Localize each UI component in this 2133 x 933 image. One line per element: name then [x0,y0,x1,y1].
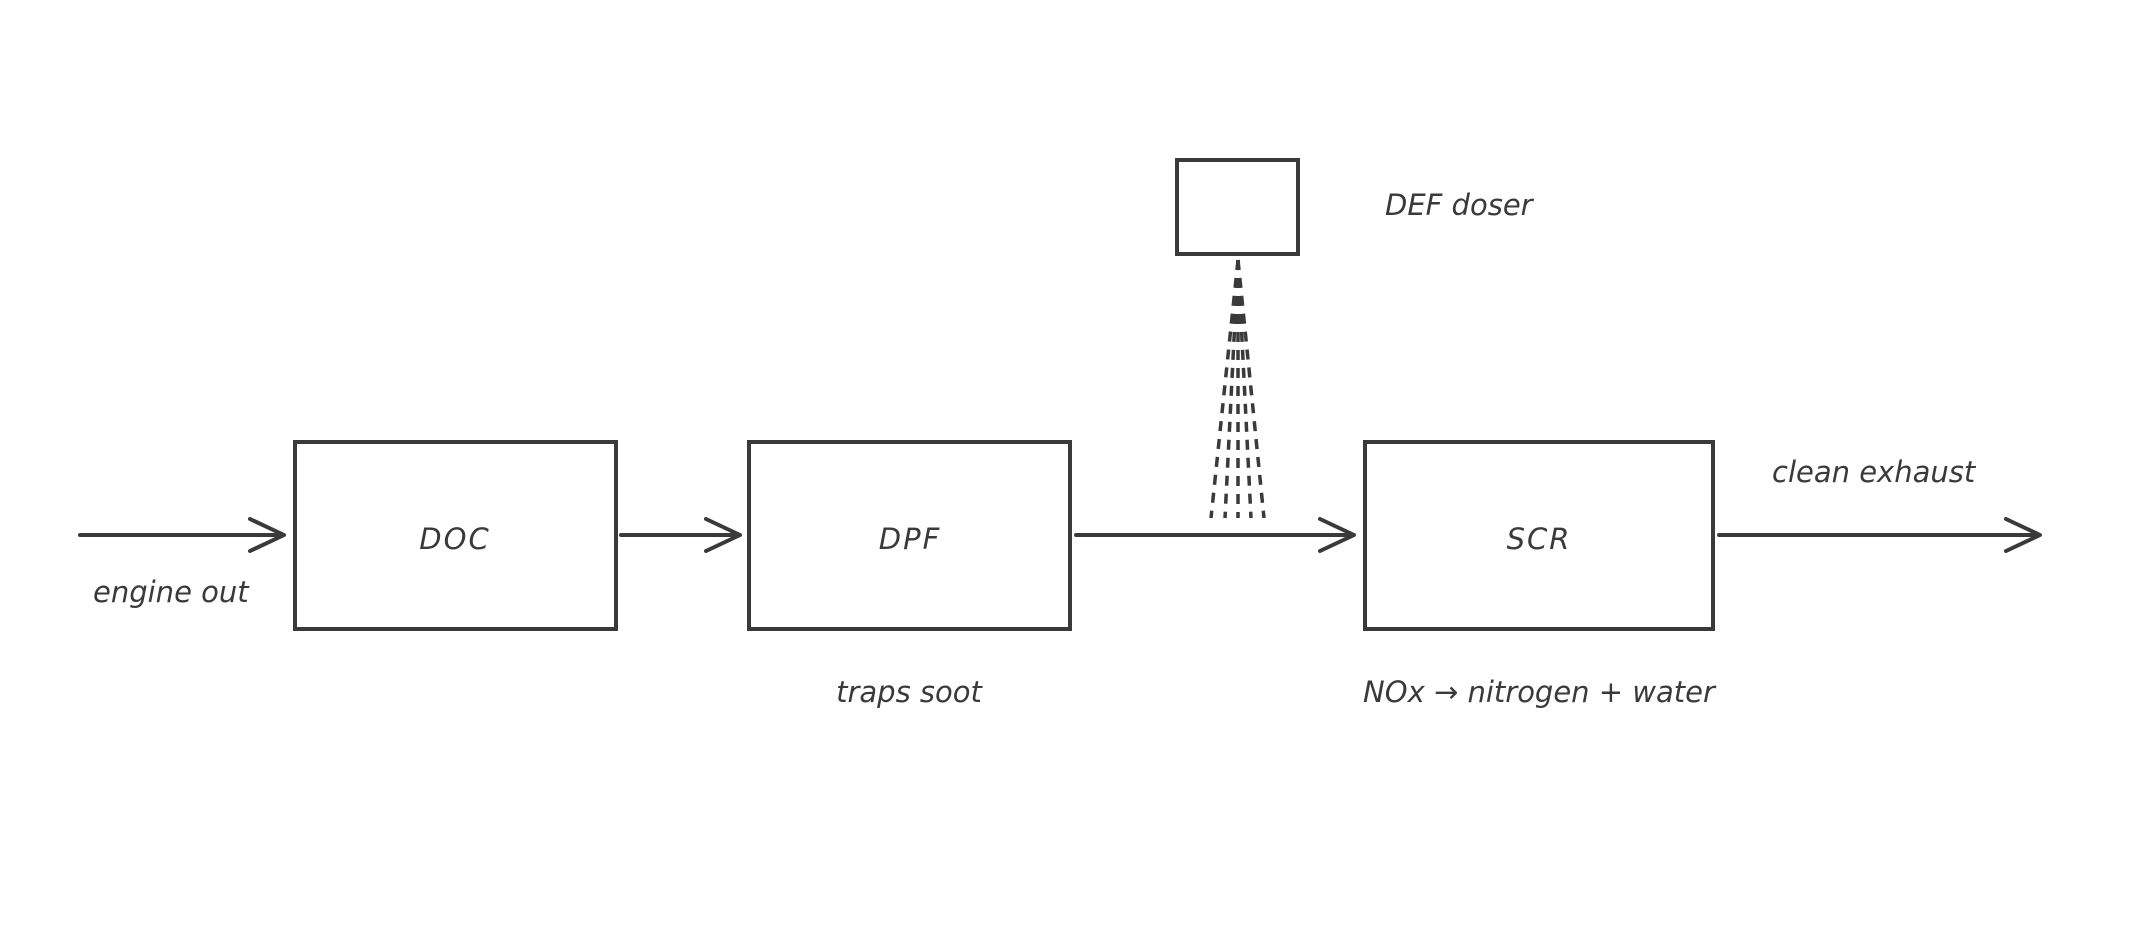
clean-exhaust-label: clean exhaust [1772,455,1977,489]
nox-reaction-label: NOx → nitrogen + water [1363,675,1717,709]
dpf-label: DPF [879,522,942,556]
outlet-arrow [1717,517,2042,553]
scr-label: SCR [1507,522,1572,556]
traps-soot-label: traps soot [836,675,983,709]
doc-block: DOC [293,440,618,631]
dpf-to-scr-arrow [1074,517,1356,553]
doc-to-dpf-arrow [619,517,742,553]
dpf-block: DPF [747,440,1072,631]
def-spray-cone [1209,259,1266,519]
def-doser-block [1175,158,1300,256]
def-doser-label: DEF doser [1385,188,1535,222]
inlet-arrow [78,517,286,553]
engine-out-label: engine out [93,575,250,609]
scr-block: SCR [1363,440,1715,631]
doc-label: DOC [419,522,490,556]
